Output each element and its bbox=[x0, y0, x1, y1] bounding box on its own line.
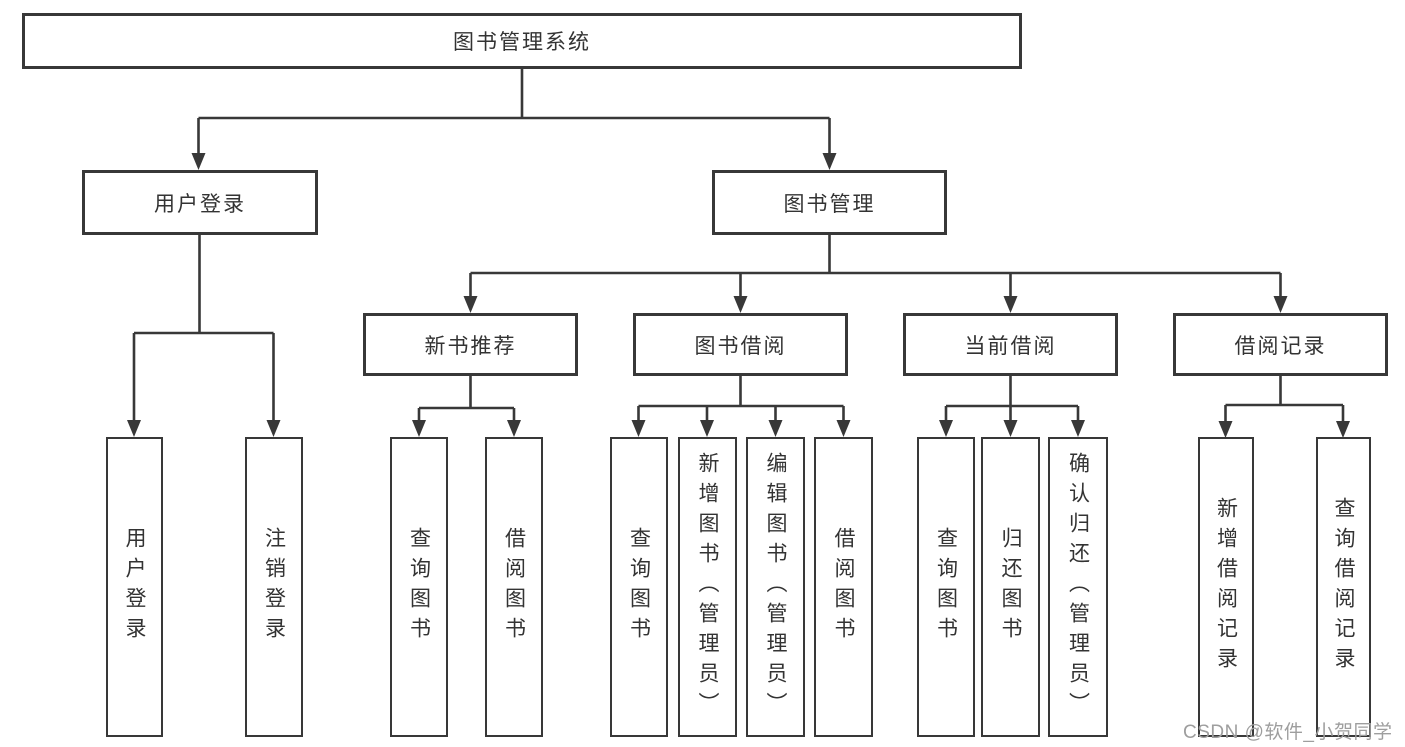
leaf-query-book-rec: 查询图书 bbox=[390, 437, 448, 737]
node-borrow-records: 借阅记录 bbox=[1173, 313, 1388, 376]
node-root: 图书管理系统 bbox=[22, 13, 1022, 69]
leaf-query-borrow-record: 查询借阅记录 bbox=[1316, 437, 1371, 737]
leaf-query-book-borrow: 查询图书 bbox=[610, 437, 668, 737]
node-book-mgmt: 图书管理 bbox=[712, 170, 947, 235]
node-user-login: 用户登录 bbox=[82, 170, 318, 235]
node-current-borrow: 当前借阅 bbox=[903, 313, 1118, 376]
leaf-edit-book-admin: 编辑图书（管理员） bbox=[746, 437, 805, 737]
connector-path bbox=[132, 68, 1345, 422]
watermark: CSDN @软件_小贺同学 bbox=[1183, 722, 1393, 743]
leaf-add-book-admin: 新增图书（管理员） bbox=[678, 437, 737, 737]
leaf-add-borrow-record: 新增借阅记录 bbox=[1198, 437, 1254, 737]
leaf-return-book: 归还图书 bbox=[981, 437, 1040, 737]
leaf-confirm-return-admin: 确认归还（管理员） bbox=[1048, 437, 1108, 737]
node-book-borrow: 图书借阅 bbox=[633, 313, 848, 376]
leaf-borrow-book: 借阅图书 bbox=[814, 437, 873, 737]
leaf-borrow-book-rec: 借阅图书 bbox=[485, 437, 543, 737]
leaf-logout-login: 注销登录 bbox=[245, 437, 303, 737]
leaf-query-book-current: 查询图书 bbox=[917, 437, 975, 737]
node-new-book-rec: 新书推荐 bbox=[363, 313, 578, 376]
leaf-user-login: 用户登录 bbox=[106, 437, 163, 737]
